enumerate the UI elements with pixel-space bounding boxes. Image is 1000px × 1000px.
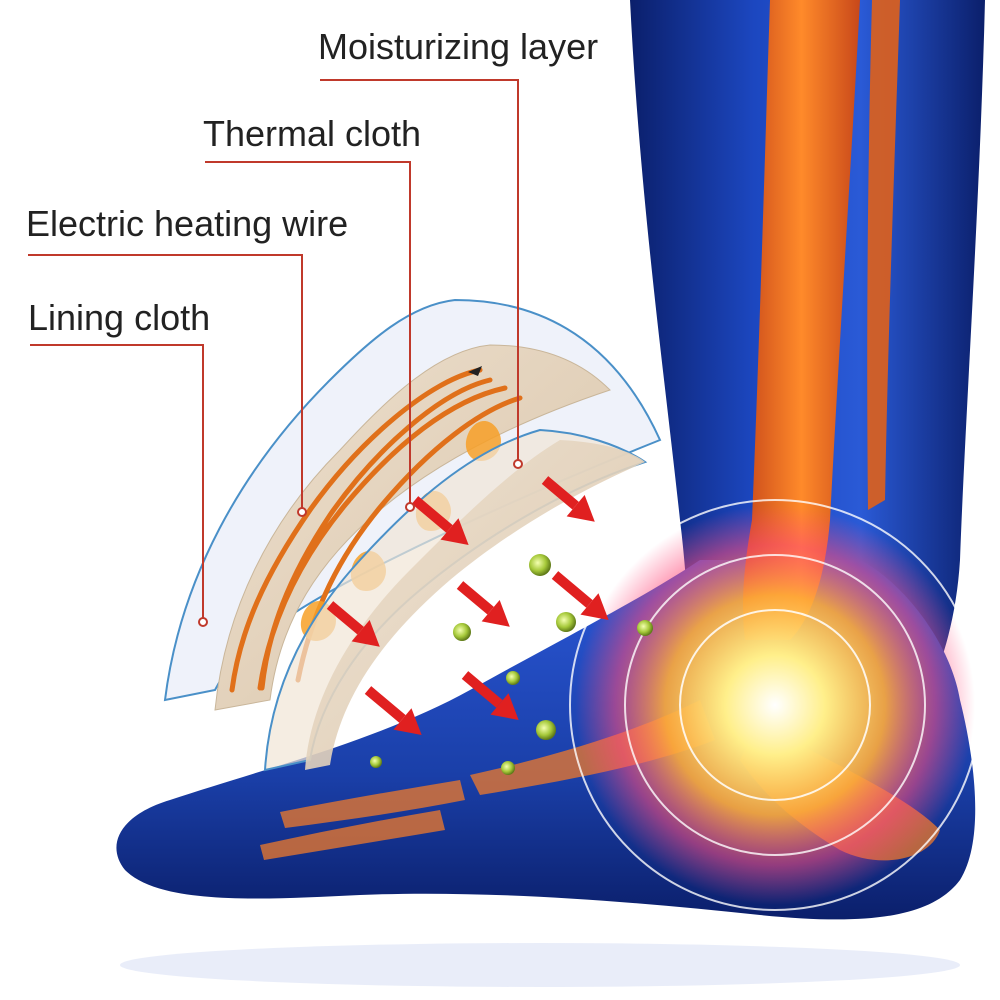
leader-dot-moisturizing [513,459,523,469]
wire-end-cap [468,366,482,376]
floor-reflection [120,943,960,987]
insole-layers [163,298,662,772]
particle [529,554,551,576]
leader-line-thermal [205,161,411,505]
heat-ring-middle [624,554,926,856]
heat-arrow [456,581,510,627]
particle [453,623,471,641]
label-thermal-cloth: Thermal cloth [203,113,422,154]
label-electric-heating-wire: Electric heating wire [26,203,349,244]
heat-arrow [461,671,519,720]
heat-arrows [326,476,609,735]
heat-arrow [411,496,469,545]
leader-dot-wire [297,507,307,517]
heating-wire-coil [229,367,523,693]
heat-arrow [541,476,595,522]
label-lining-cloth: Lining cloth [28,297,211,338]
particle [370,756,382,768]
heat-arrow [326,601,380,647]
heat-ring-outer [569,499,981,911]
heat-ring-inner [679,609,871,801]
leader-line-lining [30,344,204,620]
heat-arrow [551,571,609,620]
heating-wire-layer [214,344,611,711]
leader-dots [198,459,523,627]
particles [370,554,653,775]
leader-dot-thermal [405,502,415,512]
tibia-bone [742,0,860,640]
ankle-heat-glow [575,505,975,905]
particle [536,720,556,740]
leader-line-moisturizing [320,79,519,462]
label-moisturizing-layer: Moisturizing layer [318,26,599,67]
leader-dot-lining [198,617,208,627]
particle [501,761,515,775]
moisturizing-layer [305,440,645,770]
particle [506,671,520,685]
particle [637,620,653,636]
particle [556,612,576,632]
leader-lines [28,79,519,620]
fibula-bone [867,0,900,510]
leader-line-wire [28,254,303,510]
heat-arrow [364,686,422,735]
